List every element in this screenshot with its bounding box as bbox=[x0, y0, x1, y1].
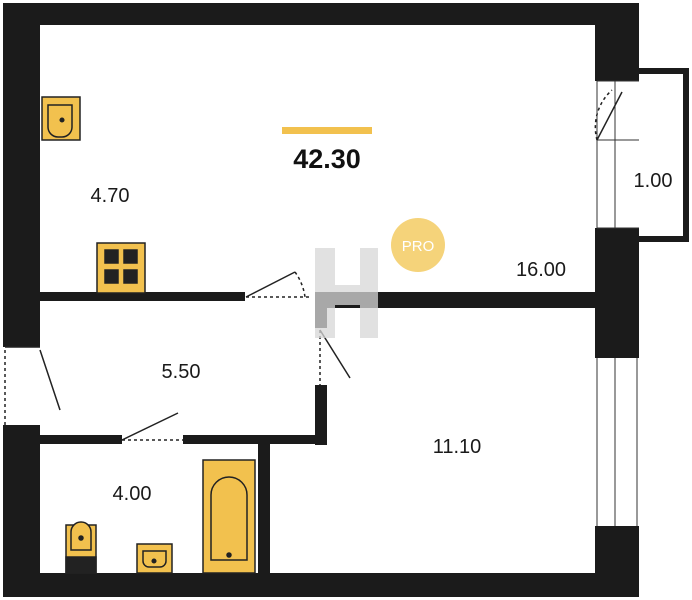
watermark-cross bbox=[335, 285, 360, 305]
balcony-door-leaf bbox=[596, 91, 623, 141]
balcony-door-swing bbox=[594, 89, 613, 141]
watermark-logo bbox=[315, 248, 378, 338]
room-area-balcony: 1.00 bbox=[634, 170, 673, 192]
wall-bath-bedroom bbox=[258, 444, 270, 573]
balcony-outline bbox=[637, 68, 689, 242]
room-area-kitchen: 4.70 bbox=[91, 185, 130, 207]
room-area-bedroom: 11.10 bbox=[433, 436, 482, 458]
wall-bottom bbox=[3, 573, 639, 597]
toilet-hole bbox=[78, 535, 84, 541]
kitchen-door-leaf bbox=[245, 271, 296, 298]
stove-burner-4 bbox=[123, 269, 138, 284]
outer-walls bbox=[3, 3, 639, 597]
bathroom-sink-drain bbox=[151, 558, 157, 564]
watermark-left-bar bbox=[315, 248, 335, 338]
wall-hall-bath-right bbox=[183, 435, 327, 444]
entrance-door-leaf bbox=[39, 349, 61, 411]
bathtub-basin bbox=[210, 476, 248, 561]
wall-right-top bbox=[595, 3, 639, 81]
balcony-wall-bottom bbox=[637, 236, 689, 242]
wall-top bbox=[3, 3, 639, 25]
kitchen-stove bbox=[96, 242, 146, 294]
stove-burner-1 bbox=[104, 249, 119, 264]
pro-badge: PRO bbox=[391, 218, 445, 272]
balcony-wall-top bbox=[637, 68, 689, 74]
wall-right-middle bbox=[595, 228, 639, 358]
stove-burner-2 bbox=[123, 249, 138, 264]
stove-burner-3 bbox=[104, 269, 119, 284]
kitchen-sink-drain bbox=[59, 117, 65, 123]
total-area-accent-bar bbox=[282, 127, 372, 134]
fixtures bbox=[41, 96, 256, 574]
wall-hall-right-lower bbox=[315, 385, 327, 445]
wall-hall-bath-left bbox=[40, 435, 122, 444]
total-area-label: 42.30 bbox=[293, 144, 361, 174]
balcony-wall-right bbox=[683, 68, 689, 242]
room-area-bathroom: 4.00 bbox=[113, 483, 152, 505]
wall-living-bedroom bbox=[378, 292, 595, 308]
toilet-tank bbox=[65, 556, 97, 574]
wall-right-bottom bbox=[595, 526, 639, 597]
room-area-living: 16.00 bbox=[516, 259, 566, 281]
wall-left-upper bbox=[3, 3, 40, 347]
bathtub-drain bbox=[226, 552, 232, 558]
kitchen-door-swing bbox=[294, 271, 306, 298]
watermark-right-bar bbox=[360, 248, 378, 338]
wall-left-lower bbox=[3, 425, 40, 597]
pro-badge-label: PRO bbox=[402, 238, 435, 255]
room-area-hallway: 5.50 bbox=[162, 361, 201, 383]
wall-kitchen-hall bbox=[40, 292, 245, 301]
pro-badge-circle bbox=[391, 218, 445, 272]
bath-door-leaf bbox=[121, 412, 179, 441]
